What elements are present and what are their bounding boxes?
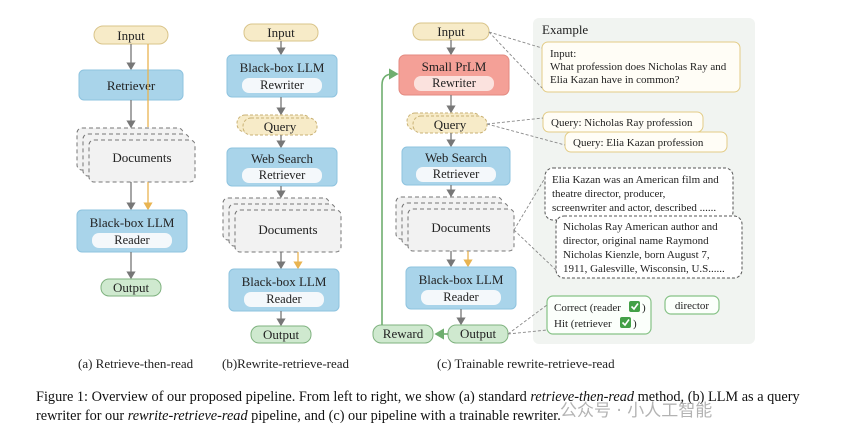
caption-label: Figure 1:	[36, 389, 89, 405]
example-input-line-2: What profession does Nicholas Ray and	[550, 61, 727, 73]
example-correct-label: Correct (reader	[554, 302, 621, 314]
b-documents-label: Documents	[258, 222, 317, 237]
c-reader-role: Reader	[443, 290, 479, 304]
column-a: Input Retriever Documents Black-box LLM …	[76, 25, 196, 297]
example-hit-label: Hit (retriever	[554, 318, 612, 330]
example-doc1-line-1: Elia Kazan was an American film and	[552, 174, 719, 186]
c-websearch-role: Retriever	[433, 167, 480, 181]
check-icon	[629, 301, 640, 312]
b-output-box	[250, 325, 312, 344]
c-documents-label: Documents	[431, 220, 490, 235]
caption-em2: rewrite-retrieve-read	[127, 408, 248, 424]
example-query2: Query: Elia Kazan profession	[573, 137, 704, 149]
c-query-label: Query	[434, 117, 467, 132]
b-output-label: Output	[263, 327, 300, 342]
subcaption-c: (c) Trainable rewrite-retrieve-read	[437, 356, 615, 371]
a-input-label: Input	[117, 28, 145, 43]
c-input-label: Input	[437, 24, 465, 39]
c-reward-label: Reward	[383, 326, 424, 341]
c-reward-feedback-arrow	[381, 68, 399, 325]
b-llm-role: Rewriter	[260, 78, 305, 92]
example-title: Example	[542, 22, 588, 37]
example-correct-paren: )	[642, 302, 646, 314]
b-query-label: Query	[264, 119, 297, 134]
column-b: Input Black-box LLM Rewriter Query Web S…	[222, 23, 342, 344]
caption-part1: Overview of our proposed pipeline. From …	[91, 389, 527, 405]
example-doc2-line-4: 1911, Galesville, Wisconsin, U.S......	[563, 263, 725, 275]
example-doc1-box	[544, 167, 734, 221]
caption-em1: retrieve-then-read	[530, 389, 635, 405]
example-hit-paren: )	[633, 318, 637, 330]
subcaption-a: (a) Retrieve-then-read	[78, 356, 194, 371]
c-reward-box	[372, 324, 434, 344]
b-websearch-role: Retriever	[259, 168, 306, 182]
b-documents-box	[234, 209, 342, 253]
c-websearch-title: Web Search	[425, 150, 488, 165]
a-documents-box	[88, 139, 196, 183]
a-documents-label: Documents	[112, 150, 171, 165]
c-query-box	[412, 115, 488, 134]
a-llm-role: Reader	[114, 233, 150, 247]
example-query2-box	[564, 131, 728, 153]
example-panel: Example Input: What profession does Nich…	[533, 18, 755, 344]
b-llm-title: Black-box LLM	[240, 60, 325, 75]
c-prlm-role: Rewriter	[432, 76, 477, 90]
c-reader-title: Black-box LLM	[419, 272, 504, 287]
example-query1: Query: Nicholas Ray profession	[551, 117, 693, 129]
b-websearch-title: Web Search	[251, 151, 314, 166]
example-doc2-line-3: Nicholas Kienzle, born August 7,	[563, 249, 710, 261]
a-output-label: Output	[113, 280, 150, 295]
column-c: Input Small PrLM Rewriter Query Web Sear…	[372, 22, 517, 344]
example-doc1-line-2: theatre director, producer,	[552, 188, 666, 200]
example-input-line-1: Input:	[550, 48, 576, 60]
figure-caption: Figure 1: Overview of our proposed pipel…	[36, 388, 836, 426]
example-answer: director	[675, 300, 710, 312]
example-input-line-3: Elia Kazan have in common?	[550, 74, 680, 86]
example-input-box	[541, 41, 741, 93]
c-output-label: Output	[460, 326, 497, 341]
example-doc2-line-1: Nicholas Ray American author and	[563, 221, 718, 233]
caption-part4: pipeline, and (c) our pipeline with a tr…	[251, 408, 561, 424]
caption-part2: method,	[637, 389, 685, 405]
b-reader-title: Black-box LLM	[242, 274, 327, 289]
example-doc2-box	[555, 215, 743, 279]
a-retriever-label: Retriever	[107, 78, 156, 93]
b-input-label: Input	[267, 25, 295, 40]
watermark: 公众号 · 小人工智能	[560, 401, 713, 421]
c-prlm-title: Small PrLM	[422, 59, 487, 74]
example-doc2-line-2: director, original name Raymond	[563, 235, 709, 247]
a-output-box	[100, 278, 162, 297]
b-reader-role: Reader	[266, 292, 302, 306]
example-answer-box	[664, 295, 720, 315]
example-doc1-line-3: screenwriter and actor, described ......	[552, 202, 716, 214]
example-connectors	[486, 31, 566, 335]
subcaption-b: (b)Rewrite-retrieve-read	[222, 356, 350, 371]
b-query-box	[242, 117, 318, 136]
check-icon	[620, 317, 631, 328]
a-llm-title: Black-box LLM	[90, 215, 175, 230]
caption-part3: (b) LLM as a query rewriter for our	[36, 389, 800, 424]
